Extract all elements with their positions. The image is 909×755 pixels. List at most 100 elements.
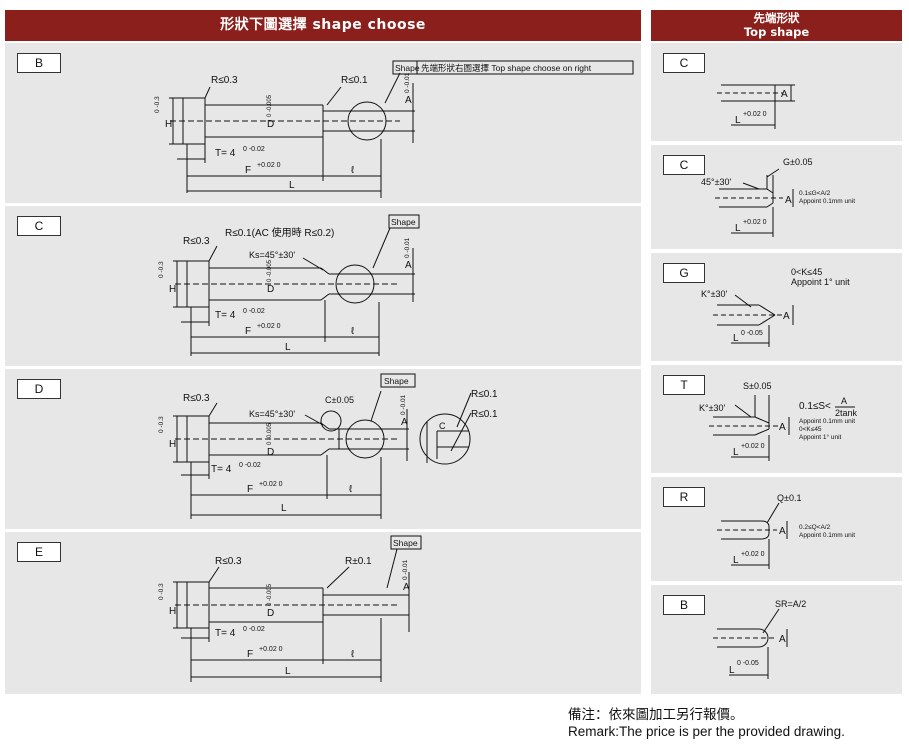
shape-b-drawing: R≤0.3 R≤0.1 Shape 先端形狀右圖選擇 Top shape cho… <box>154 60 634 198</box>
dim-t: T= 4 <box>215 148 236 159</box>
dim-a: A <box>779 526 786 537</box>
note-2: Appoint 0.1mm unit <box>799 532 855 539</box>
shape-tag: B <box>17 53 61 73</box>
r-head-label: R≤0.3 <box>211 75 238 86</box>
top-c2-drawing: G±0.05 45°±30' 0.1≤G<A/2 Appoint 0.1mm u… <box>701 157 855 237</box>
dim-l: L <box>735 223 741 234</box>
dim-l-tol: +0.02 0 <box>743 111 767 118</box>
shape-e-drawing: R≤0.3 R±0.1 Shape H 0 -0.3 D 0 -0.005 A … <box>158 535 422 682</box>
dim-total-l: L <box>281 503 287 514</box>
dim-h-tol: 0 -0.3 <box>158 261 165 278</box>
dim-t: T= 4 <box>211 464 232 475</box>
shape-tag: E <box>17 542 61 562</box>
top-shape-t: T S±0.05 K°±30' 0.1≤S< A 2tank Appoint 0… <box>651 365 902 473</box>
k-unit: Appoint 1° unit <box>791 277 850 287</box>
dim-a: A <box>779 422 786 433</box>
remark: 備注：依來圖加工另行報價。 Remark:The price is per th… <box>568 706 845 740</box>
side-title-zh: 先端形狀 <box>753 11 800 25</box>
dim-t-tol: 0 -0.02 <box>243 308 265 315</box>
q-label: Q±0.1 <box>777 493 801 503</box>
dim-f: F <box>247 649 253 660</box>
remark-zh: 備注：依來圖加工另行報價。 <box>568 707 744 722</box>
dim-f: F <box>247 484 253 495</box>
r-head-label: R≤0.3 <box>183 236 210 247</box>
shape-label: Shape <box>393 538 418 548</box>
dim-t-tol: 0 -0.02 <box>243 146 265 153</box>
dim-a-tol: 0 -0.01 <box>404 72 411 93</box>
dim-d: D <box>267 119 274 130</box>
dim-d: D <box>267 608 274 619</box>
shape-d-drawing: R≤0.3 Ks=45°±30' C±0.05 Shape R≤0.1 R≤0.… <box>158 373 498 519</box>
top-t-drawing: S±0.05 K°±30' 0.1≤S< A 2tank Appoint 0.1… <box>699 381 858 461</box>
top-tag: B <box>663 595 705 615</box>
dim-f-tol: +0.02 0 <box>259 646 283 653</box>
formula-num: A <box>841 396 847 406</box>
note-1: 0.1≤G<A/2 <box>799 190 831 197</box>
r-detail-1: R≤0.1 <box>471 389 498 400</box>
dim-h: H <box>169 606 176 617</box>
dim-h-tol: 0 -0.3 <box>158 416 165 433</box>
shape-panel-c: C R≤0.3 <box>5 206 641 366</box>
dim-l: L <box>733 447 739 458</box>
shape-label: Shape <box>391 217 416 227</box>
top-shape-g: G 0<K≤45 Appoint 1° unit K°±30' A L 0 -0… <box>651 253 902 361</box>
top-shape-c1: C A L +0.02 0 <box>651 43 902 141</box>
dim-total-l: L <box>285 342 291 353</box>
dim-t: T= 4 <box>215 310 236 321</box>
top-tag: T <box>663 375 705 395</box>
main-header: 形狀下圖選擇 shape choose <box>5 10 641 41</box>
dim-d-tol: 0 -0.005 <box>267 94 273 117</box>
dim-a-tol: 0 -0.01 <box>404 237 411 258</box>
dim-t-tol: 0 -0.02 <box>243 626 265 633</box>
shape-label: Shape <box>384 376 409 386</box>
dim-l: ℓ <box>349 484 353 495</box>
formula-left: 0.1≤S< <box>799 401 831 412</box>
shape-note: 先端形狀右圖選擇 Top shape choose on right <box>421 63 592 73</box>
g-label: G±0.05 <box>783 157 812 167</box>
dim-a: A <box>401 417 408 428</box>
r-tip-label: R≤0.1 <box>341 75 368 86</box>
top-r-drawing: Q±0.1 0.2≤Q<A/2 Appoint 0.1mm unit A L +… <box>717 493 855 569</box>
dim-h: H <box>169 439 176 450</box>
dim-l-tol: +0.02 0 <box>741 551 765 558</box>
dim-l-tol: 0 -0.05 <box>741 330 763 337</box>
angle-label: K°±30' <box>699 403 726 413</box>
s-label: S±0.05 <box>743 381 771 391</box>
r-head-label: R≤0.3 <box>215 556 242 567</box>
top-tag: C <box>663 53 705 73</box>
top-tag: G <box>663 263 705 283</box>
top-b-drawing: SR=A/2 A L 0 -0.05 <box>713 599 806 679</box>
top-shape-r: R Q±0.1 0.2≤Q<A/2 Appoint 0.1mm unit A L… <box>651 477 902 581</box>
dim-f-tol: +0.02 0 <box>259 481 283 488</box>
note-1: 0.2≤Q<A/2 <box>799 524 831 531</box>
top-tag: R <box>663 487 705 507</box>
dim-a: A <box>403 582 410 593</box>
dim-l: L <box>733 333 739 344</box>
dim-l-tol: +0.02 0 <box>741 443 765 450</box>
dim-f-tol: +0.02 0 <box>257 162 281 169</box>
angle-label: K°±30' <box>701 289 728 299</box>
top-tag: C <box>663 155 705 175</box>
dim-a-tol: 0 -0.01 <box>402 559 409 580</box>
dim-a: A <box>405 260 412 271</box>
side-title-en: Top shape <box>743 25 810 39</box>
dim-h: H <box>165 119 172 130</box>
shape-tag: D <box>17 379 61 399</box>
dim-a: A <box>405 95 412 106</box>
dim-total-l: L <box>285 666 291 677</box>
main-title: 形狀下圖選擇 shape choose <box>220 17 426 33</box>
dim-l-tol: +0.02 0 <box>743 219 767 226</box>
note-2: 0<K≤45 <box>799 426 822 433</box>
dim-a: A <box>781 89 788 100</box>
dim-l: ℓ <box>351 326 355 337</box>
shape-panel-d: D <box>5 369 641 529</box>
dim-d: D <box>267 284 274 295</box>
ks-label: Ks=45°±30' <box>249 250 295 260</box>
note-1: Appoint 0.1mm unit <box>799 418 855 425</box>
r-tip-label: R≤0.1(AC 使用時 R≤0.2) <box>225 226 334 239</box>
r-tip-label: R±0.1 <box>345 556 372 567</box>
shape-panel-b: B <box>5 43 641 203</box>
sr-label: SR=A/2 <box>775 599 806 609</box>
dim-h: H <box>169 284 176 295</box>
dim-l: ℓ <box>351 649 355 660</box>
